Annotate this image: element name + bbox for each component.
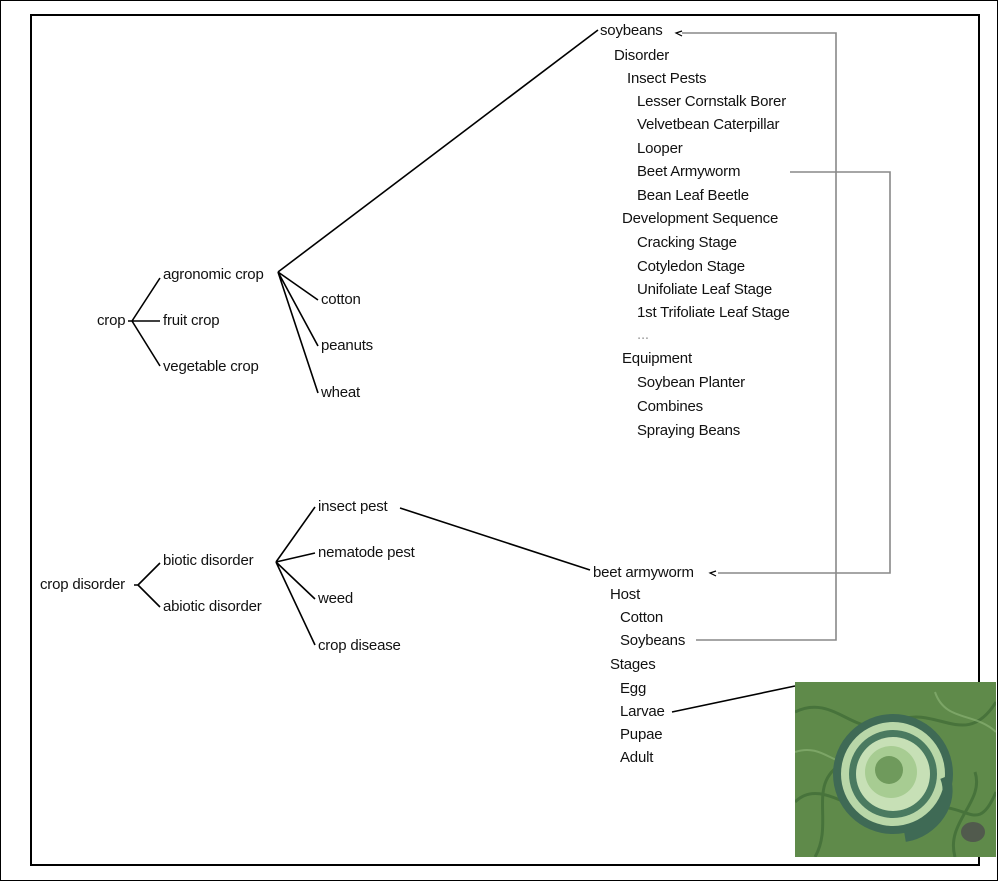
node-vegetable-crop: vegetable crop bbox=[163, 358, 259, 375]
node-fruit-crop: fruit crop bbox=[163, 312, 220, 329]
frame-armyworm-title: beet armyworm bbox=[593, 564, 694, 581]
node-biotic-disorder: biotic disorder bbox=[163, 552, 254, 569]
stage-pupae: Pupae bbox=[620, 726, 663, 743]
stage-adult: Adult bbox=[620, 749, 654, 766]
slot-equipment: Equipment bbox=[622, 350, 692, 367]
pest-item: Velvetbean Caterpillar bbox=[637, 116, 780, 133]
pest-item: Looper bbox=[637, 140, 683, 157]
pest-item: Bean Leaf Beetle bbox=[637, 187, 749, 204]
pest-item: Lesser Cornstalk Borer bbox=[637, 93, 786, 110]
frame-soybeans-title: soybeans bbox=[600, 22, 663, 39]
node-crop-disorder: crop disorder bbox=[40, 576, 125, 593]
slot-host: Host bbox=[610, 586, 641, 603]
node-wheat: wheat bbox=[321, 384, 361, 401]
stage-item: Unifoliate Leaf Stage bbox=[637, 281, 773, 298]
node-crop-disease: crop disease bbox=[318, 637, 401, 654]
stage-egg: Egg bbox=[620, 680, 647, 697]
stage-item: Cracking Stage bbox=[637, 234, 737, 251]
stage-item: 1st Trifoliate Leaf Stage bbox=[637, 304, 790, 321]
node-abiotic-disorder: abiotic disorder bbox=[163, 598, 262, 615]
host-item: Cotton bbox=[620, 609, 663, 626]
stage-item: Cotyledon Stage bbox=[637, 258, 745, 275]
node-peanuts: peanuts bbox=[321, 337, 373, 354]
equipment-item: Spraying Beans bbox=[637, 422, 741, 439]
slot-insect-pests: Insect Pests bbox=[627, 70, 707, 87]
equipment-item: Combines bbox=[637, 398, 703, 415]
node-crop: crop bbox=[97, 312, 126, 329]
node-cotton: cotton bbox=[321, 291, 361, 308]
stage-larvae: Larvae bbox=[620, 703, 665, 720]
node-insect-pest: insect pest bbox=[318, 498, 388, 515]
slot-stages: Stages bbox=[610, 656, 656, 673]
host-item-soybeans: Soybeans bbox=[620, 632, 686, 649]
node-nematode-pest: nematode pest bbox=[318, 544, 415, 561]
node-agronomic-crop: agronomic crop bbox=[163, 266, 264, 283]
node-weed: weed bbox=[318, 590, 354, 607]
armyworm-larva-photo bbox=[795, 682, 996, 857]
slot-disorder: Disorder bbox=[614, 47, 670, 64]
pest-item-beet-armyworm: Beet Armyworm bbox=[637, 163, 741, 180]
stage-ellipsis: ... bbox=[637, 326, 649, 343]
equipment-item: Soybean Planter bbox=[637, 374, 745, 391]
slot-development-sequence: Development Sequence bbox=[622, 210, 779, 227]
diagram-border bbox=[30, 14, 980, 866]
